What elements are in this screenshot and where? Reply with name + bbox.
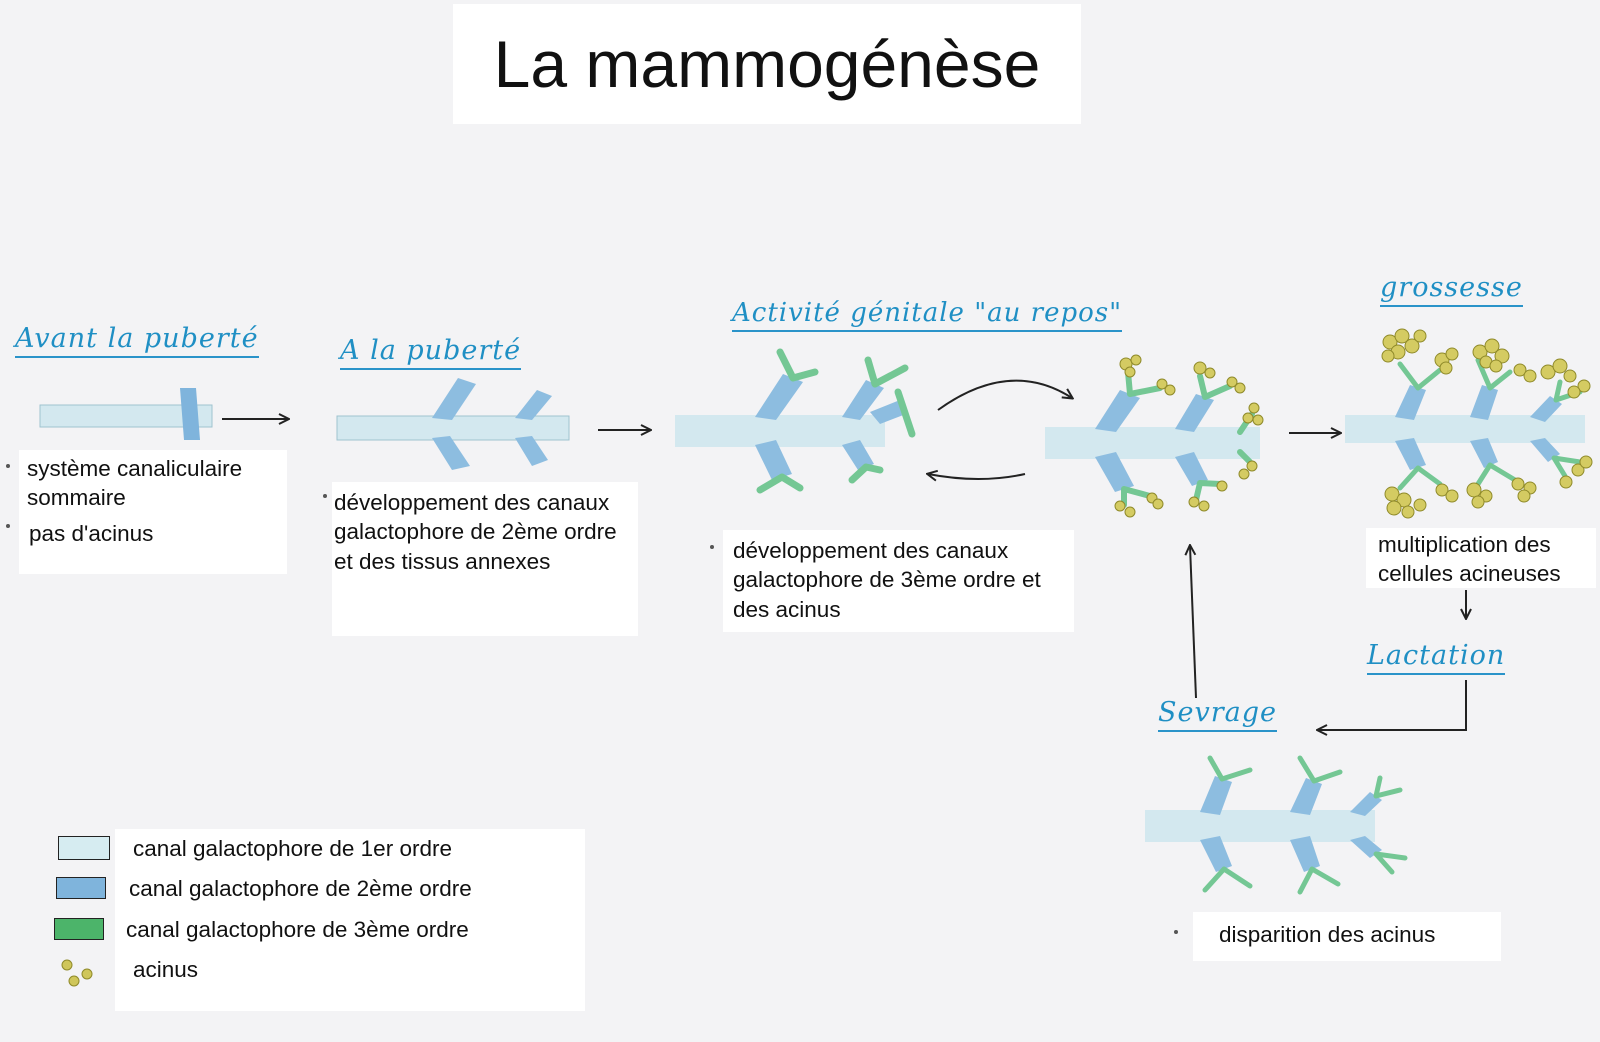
legend-swatch-3eme-ordre: [54, 918, 104, 940]
duct-drawing-sevrage: [1145, 755, 1408, 895]
description-puberte: développement des canaux galactophore de…: [332, 482, 638, 636]
stage-label-avant-puberte: Avant la puberté: [15, 323, 259, 358]
legend-label: acinus: [133, 957, 199, 982]
acinus-cluster: [1381, 328, 1593, 519]
description-text: développement des canaux galactophore de…: [334, 490, 617, 574]
stage-label-puberte: A la puberté: [340, 335, 522, 370]
legend-box: [115, 829, 585, 1011]
description-text: multiplication des cellules acineuses: [1378, 532, 1561, 587]
stage-label-activite: Activité génitale "au repos": [732, 298, 1123, 332]
legend-label: canal galactophore de 2ème ordre: [129, 876, 472, 901]
description-activite: développement des canaux galactophore de…: [723, 530, 1074, 632]
duct-drawing-activite: [675, 348, 916, 494]
description-grossesse: multiplication des cellules acineuses: [1366, 528, 1596, 588]
bullet-dot: [1174, 930, 1178, 934]
bullet-dot: [710, 545, 714, 549]
duct-drawing-avant-puberte: [39, 388, 213, 440]
description-sevrage: disparition des acinus: [1193, 912, 1501, 961]
description-line: système canaliculaire sommaire: [27, 456, 243, 511]
stage-label-grossesse: grossesse: [1380, 272, 1523, 307]
duct-drawing-puberte: [336, 378, 570, 470]
legend-swatch-1er-ordre: [58, 836, 110, 860]
stage-label-sevrage: Sevrage: [1158, 697, 1277, 732]
stage-label-lactation: Lactation: [1367, 640, 1506, 675]
progression-arrows: [222, 379, 1466, 730]
description-avant-puberte: système canaliculaire sommaire pas d'aci…: [19, 450, 287, 574]
legend-acinus-icon: [61, 959, 93, 987]
description-text: disparition des acinus: [1219, 922, 1436, 947]
duct-drawing-activite-acini: [1045, 354, 1264, 518]
bullet-dot: [6, 464, 10, 468]
bullet-dot: [6, 524, 10, 528]
description-text: développement des canaux galactophore de…: [733, 538, 1041, 622]
legend-label: canal galactophore de 1er ordre: [133, 836, 452, 861]
description-line: pas d'acinus: [29, 520, 154, 546]
bullet-dot: [323, 494, 327, 498]
legend-label: canal galactophore de 3ème ordre: [126, 917, 469, 942]
duct-drawing-grossesse: [1345, 328, 1593, 519]
legend-swatch-2eme-ordre: [56, 877, 106, 899]
page-title: La mammogénèse: [453, 4, 1081, 124]
